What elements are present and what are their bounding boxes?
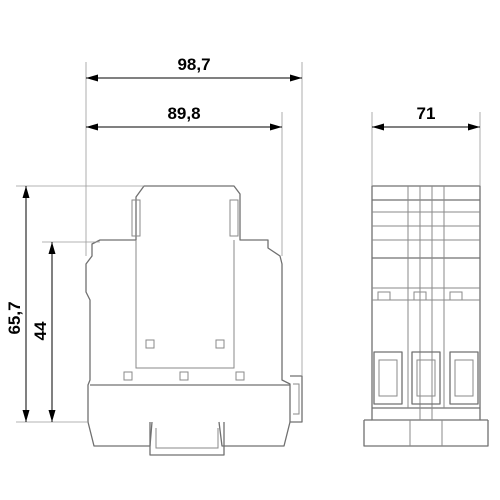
dimension-lines: 98,7 89,8 71 65,7 44	[5, 55, 481, 423]
front-screw-3	[235, 371, 245, 381]
side-notch-2	[413, 291, 427, 301]
front-housing-outline	[85, 185, 291, 422]
side-view	[363, 185, 489, 447]
side-notch-1	[377, 291, 391, 301]
front-din-clip-inner	[155, 428, 219, 449]
front-window-1	[145, 339, 155, 349]
side-din-rail	[363, 419, 489, 447]
dim-overall-height-arrow-bottom	[22, 410, 30, 422]
front-din-clip	[149, 422, 225, 456]
front-screw-2	[179, 371, 189, 381]
side-terminal-1	[373, 351, 403, 405]
front-housing-bottom	[87, 421, 291, 447]
side-terminal-3-inner	[454, 359, 474, 397]
dim-body-width-arrow-left	[86, 123, 98, 131]
dim-overall-width-arrow-left	[86, 74, 98, 82]
front-foot-latch-inner	[293, 383, 300, 415]
front-window-2	[215, 339, 225, 349]
side-housing-outline	[371, 185, 481, 421]
side-terminal-1-inner	[378, 359, 398, 397]
front-foot-latch	[290, 375, 303, 423]
front-view	[85, 185, 303, 456]
side-din-clip	[409, 420, 443, 446]
side-terminal-2	[411, 351, 441, 405]
dim-overall-height-label: 65,7	[5, 301, 24, 334]
front-latch-left	[131, 199, 141, 237]
dim-side-width-arrow-right	[468, 123, 480, 131]
dim-side-width-arrow-left	[372, 123, 384, 131]
side-notch-3	[449, 291, 463, 301]
dim-side-width-label: 71	[417, 104, 436, 123]
dim-overall-width-label: 98,7	[177, 55, 210, 74]
dim-overall-width-arrow-right	[290, 74, 302, 82]
dim-body-height-arrow-top	[48, 242, 56, 254]
front-latch-right	[229, 199, 239, 237]
side-center-band	[419, 186, 433, 420]
dim-body-width-label: 89,8	[167, 104, 200, 123]
dim-body-width-arrow-right	[270, 123, 282, 131]
front-screw-1	[123, 371, 133, 381]
front-plug-module	[135, 240, 235, 369]
side-terminal-2-inner	[416, 359, 436, 397]
dim-body-height-arrow-bottom	[48, 410, 56, 422]
dim-body-height-label: 44	[31, 321, 50, 340]
side-terminal-3	[449, 351, 479, 405]
dim-overall-height-arrow-top	[22, 186, 30, 198]
